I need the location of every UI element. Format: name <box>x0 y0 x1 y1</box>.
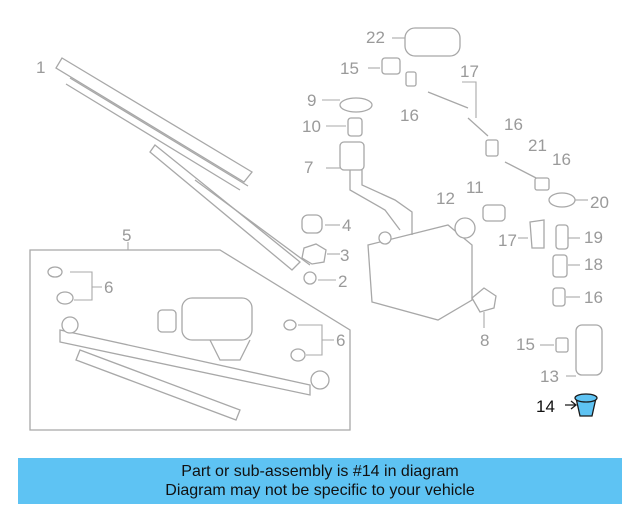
washer-reservoir <box>322 97 473 321</box>
wiper-blades <box>55 57 317 285</box>
callout-12[interactable]: 12 <box>436 189 455 208</box>
callout-16c[interactable]: 16 <box>552 150 571 169</box>
bushings-6 <box>47 266 334 362</box>
wiper-linkage <box>59 297 330 421</box>
callout-6b[interactable]: 6 <box>336 331 345 350</box>
nozzles-hoses <box>368 27 588 208</box>
callout-3[interactable]: 3 <box>340 246 349 265</box>
callout-2[interactable]: 2 <box>338 272 347 291</box>
callout-15a[interactable]: 15 <box>340 59 359 78</box>
callout-17b[interactable]: 17 <box>498 231 517 250</box>
parts-diagram: 1 2 3 4 5 6 6 7 8 9 10 11 12 13 14 15 15… <box>29 27 609 431</box>
callout-21[interactable]: 21 <box>528 136 547 155</box>
callout-17a[interactable]: 17 <box>460 62 479 81</box>
callout-16b[interactable]: 16 <box>504 115 523 134</box>
banner-line-1: Part or sub-assembly is #14 in diagram <box>181 463 459 480</box>
nuts-caps <box>301 214 340 281</box>
callout-16d[interactable]: 16 <box>584 288 603 307</box>
callout-10[interactable]: 10 <box>302 117 321 136</box>
info-banner: Part or sub-assembly is #14 in diagram D… <box>18 458 622 504</box>
callout-14[interactable]: 14 <box>536 397 555 416</box>
callout-8[interactable]: 8 <box>480 331 489 350</box>
callout-4[interactable]: 4 <box>342 216 351 235</box>
callout-22[interactable]: 22 <box>366 28 385 47</box>
banner-line-2: Diagram may not be specific to your vehi… <box>165 482 475 499</box>
callout-5[interactable]: 5 <box>122 226 131 245</box>
callout-6a[interactable]: 6 <box>104 278 113 297</box>
part-14-grommet[interactable] <box>565 393 598 417</box>
callout-1[interactable]: 1 <box>36 58 45 77</box>
callout-9[interactable]: 9 <box>307 91 316 110</box>
callout-13[interactable]: 13 <box>540 367 559 386</box>
callout-16a[interactable]: 16 <box>400 106 419 125</box>
pump-parts <box>454 204 603 377</box>
callout-19[interactable]: 19 <box>584 228 603 247</box>
callout-11[interactable]: 11 <box>466 178 484 197</box>
callout-18[interactable]: 18 <box>584 255 603 274</box>
callout-15b[interactable]: 15 <box>516 335 535 354</box>
sub-assembly-5-box <box>29 242 351 431</box>
callout-7[interactable]: 7 <box>304 158 313 177</box>
callout-20[interactable]: 20 <box>590 193 609 212</box>
